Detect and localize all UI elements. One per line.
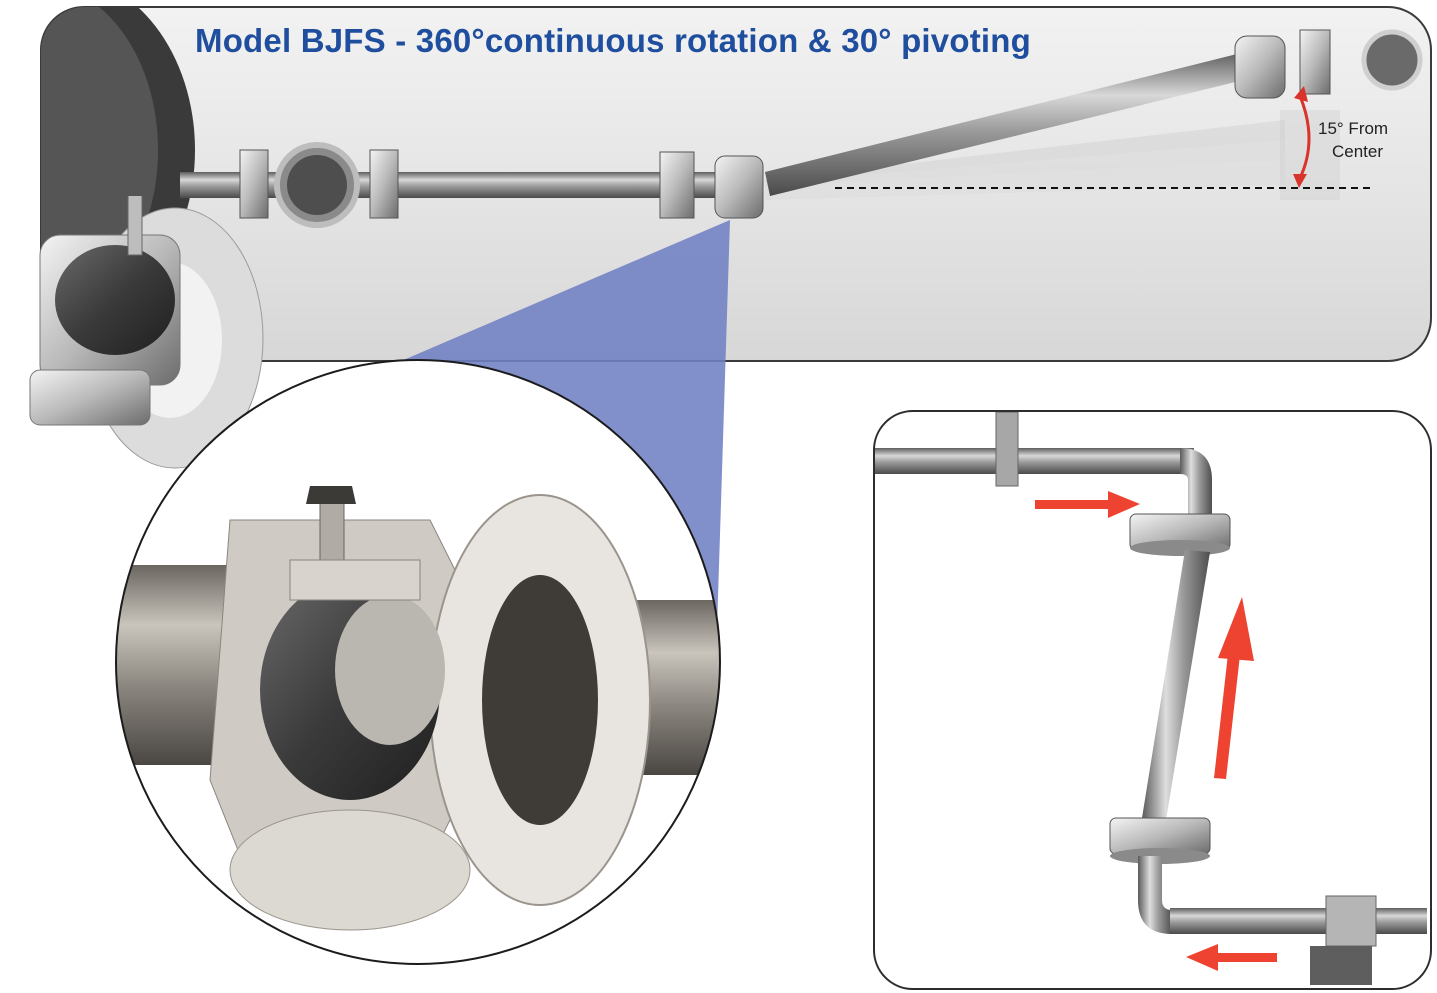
angle-annotation-line2: Center: [1332, 142, 1384, 161]
page-title: Model BJFS - 360°continuous rotation & 3…: [195, 22, 1031, 59]
zoom-detail-circle: [115, 359, 721, 965]
angle-annotation-line1: 15° From: [1318, 119, 1389, 138]
flow-arrow-icon: [1214, 597, 1254, 779]
flow-arrow-icon: [1186, 944, 1277, 971]
flow-diagram-panel: [873, 410, 1432, 990]
curved-double-arrow-icon: [1293, 86, 1311, 188]
cutaway-joint-small: [29, 180, 264, 469]
flow-arrow-icon: [1035, 491, 1140, 518]
